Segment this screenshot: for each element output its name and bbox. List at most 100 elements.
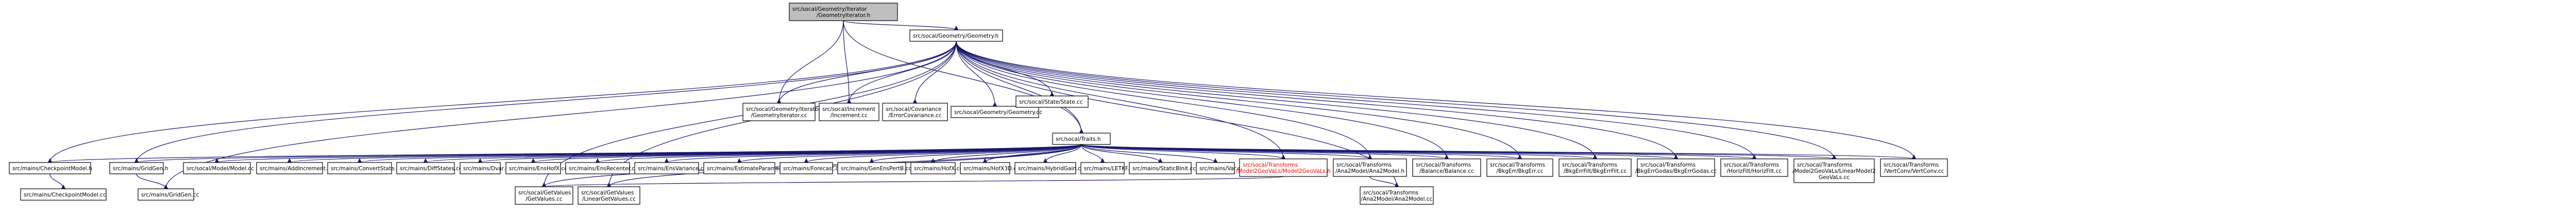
node-box <box>9 162 91 174</box>
edge-geom_h-to-balance <box>956 41 1449 159</box>
node-traits[interactable]: src/socal/Traits.h <box>1052 133 1111 145</box>
node-box <box>1014 162 1076 174</box>
edge-ckpt_h-to-ckpt_cc <box>49 173 66 189</box>
node-gridgen_h[interactable]: src/mains/GridGen.h <box>109 162 168 174</box>
edge-geom_h-to-ana2model <box>956 41 1372 159</box>
node-box <box>256 162 323 174</box>
node-geom_cc[interactable]: src/socal/Geometry/Geometry.cc <box>951 106 1042 118</box>
node-convstate[interactable]: src/mains/ConvertState.cc <box>327 162 402 174</box>
node-box <box>789 3 898 21</box>
node-label: src/socal/Transforms <box>1416 162 1471 168</box>
edge-geom_h-to-errcov <box>912 41 957 104</box>
node-label: /GeometryIterator.h <box>817 12 870 19</box>
edge-traits-to-estparams <box>737 144 1082 163</box>
node-lineargeovals[interactable]: src/socal/Transforms/Model2GeoVaLs/Linea… <box>1792 158 1876 183</box>
node-label: src/socal/GetValues <box>581 190 634 196</box>
edge-traits-to-vertconv <box>1081 144 1917 159</box>
node-horizfilt[interactable]: src/socal/Transforms/HorizFilt/HorizFilt… <box>1720 158 1788 177</box>
node-label: src/socal/Model/Model.cc <box>187 166 254 172</box>
edge-geom_h-to-bkgerrfilt <box>956 41 1598 159</box>
node-box <box>327 162 392 174</box>
node-gi_cc[interactable]: src/socal/Geometry/Iterator/GeometryIter… <box>742 103 821 121</box>
edge-traits-to-modelsocavar <box>1081 144 1286 159</box>
node-var[interactable]: src/mains/Var.cc <box>1196 162 1243 174</box>
node-label: src/socal/Transforms <box>1243 162 1298 168</box>
edge-geom_h-to-bkgerrgodas <box>956 41 1679 159</box>
node-hofx[interactable]: src/mains/HofX.cc <box>910 162 962 174</box>
node-ckpt_cc[interactable]: src/mains/CheckpointModel.cc <box>20 188 107 201</box>
node-box <box>460 162 501 174</box>
node-box <box>819 103 879 121</box>
node-enshofx[interactable]: src/mains/EnsHofX.cc <box>505 162 567 174</box>
node-label: src/mains/GenEnsPertB.cc <box>841 166 911 172</box>
node-box <box>109 162 164 174</box>
node-forecast[interactable]: src/mains/Forecast.cc <box>779 162 842 174</box>
node-ana2model_cc[interactable]: src/socal/Transforms/Ana2Model/Ana2Model… <box>1360 186 1434 205</box>
node-bkgerrfilt[interactable]: src/socal/Transforms/BkgErrFilt/BkgErrFi… <box>1558 158 1632 177</box>
edge-traits-to-bkgerrgodas <box>1081 144 1679 159</box>
node-label: src/mains/GridGen.cc <box>141 192 199 198</box>
edge-geom_h-to-gridgen_h <box>134 41 957 163</box>
node-state[interactable]: src/socal/State/State.cc <box>1015 95 1089 108</box>
node-bkgerrgodas[interactable]: src/socal/Transforms/BkgErrGodas/BkgErrG… <box>1635 158 1717 177</box>
node-label: src/mains/AddIncrement.cc <box>260 166 333 172</box>
node-model[interactable]: src/socal/Model/Model.cc <box>183 162 254 174</box>
node-bkgerr[interactable]: src/socal/Transforms/BkgErr/BkgErr.cc <box>1486 158 1553 177</box>
node-errcov[interactable]: src/socal/Covariance/ErrorCovariance.cc <box>882 103 948 121</box>
node-gi_h[interactable]: src/socal/Geometry/Iterator/GeometryIter… <box>789 3 898 21</box>
node-label: /BkgErrGodas/BkgErrGodas.cc <box>1635 168 1717 174</box>
node-label: src/mains/GridGen.h <box>113 166 168 172</box>
node-gridgen_cc[interactable]: src/mains/GridGen.cc <box>138 188 199 201</box>
node-label: /GeometryIterator.cc <box>751 112 807 119</box>
node-addinc[interactable]: src/mains/AddIncrement.cc <box>256 162 333 174</box>
node-estparams[interactable]: src/mains/EstimateParams.cc <box>703 162 786 174</box>
node-label: src/socal/Transforms <box>1490 162 1545 168</box>
node-diffstates[interactable]: src/mains/DiffStates.cc <box>396 162 462 174</box>
node-box <box>1080 162 1125 174</box>
node-ensrecenter[interactable]: src/mains/EnsRecenter.cc <box>565 162 638 174</box>
node-label: src/mains/Var.cc <box>1199 166 1243 172</box>
node-modelsocavar[interactable]: src/socal/Transforms/Model2GeoVaLs/Model… <box>1236 158 1331 177</box>
node-label: src/mains/Forecast.cc <box>783 166 842 172</box>
node-box <box>565 162 630 174</box>
edge-geom_h-to-ckpt_h <box>47 41 957 163</box>
node-box <box>1720 158 1788 177</box>
edge-geom_h-to-gi_cc <box>776 41 957 104</box>
edge-traits-to-ckpt_h <box>47 144 1082 163</box>
edge-geom_h-to-traits <box>956 41 1084 134</box>
node-genenspert[interactable]: src/mains/GenEnsPertB.cc <box>837 162 911 174</box>
node-label: src/mains/HybridGain.cc <box>1018 166 1084 172</box>
node-geom_h[interactable]: src/socal/Geometry/Geometry.h <box>909 29 1003 42</box>
node-label: src/socal/Transforms <box>1884 162 1939 168</box>
edge-traits-to-genenspert <box>869 144 1082 163</box>
node-incr_h[interactable]: src/socal/Increment/Increment.cc <box>819 103 879 121</box>
node-label: src/mains/Dvar.cc <box>463 166 511 172</box>
node-getvalues[interactable]: src/socal/GetValues/GetValues.cc <box>515 186 573 205</box>
node-ckpt_h[interactable]: src/mains/CheckpointModel.h <box>9 162 92 174</box>
node-box <box>20 188 107 201</box>
node-hofx3d[interactable]: src/mains/HofX3D.cc <box>960 162 1020 174</box>
node-label: src/socal/Geometry/Geometry.cc <box>954 109 1042 116</box>
node-box <box>910 162 956 174</box>
edge-geom_h-to-modelsocavar <box>956 41 1286 159</box>
node-box <box>960 162 1010 174</box>
node-balance[interactable]: src/socal/Transforms/Balance/Balance.cc <box>1412 158 1481 177</box>
node-box <box>951 106 1039 118</box>
edge-gi_h-to-traits <box>843 20 1084 134</box>
node-vertconv[interactable]: src/socal/Transforms/VertConv/VertConv.c… <box>1880 158 1948 177</box>
node-label: src/socal/Increment <box>822 106 875 112</box>
node-lingetvalues[interactable]: src/socal/GetValues/LinearGetValues.cc <box>578 186 640 205</box>
node-label: GeoVaLs.cc <box>1819 174 1850 181</box>
node-ensvariance[interactable]: src/mains/EnsVariance.cc <box>634 162 706 174</box>
node-box <box>1360 186 1434 205</box>
node-staticbinit[interactable]: src/mains/StaticBInit.cc <box>1129 162 1196 174</box>
node-label: src/mains/ConvertState.cc <box>331 166 402 172</box>
node-letkf[interactable]: src/mains/LETKF.cc <box>1080 162 1135 174</box>
node-ana2model[interactable]: src/socal/Transforms/Ana2Model/Ana2Model… <box>1333 158 1407 177</box>
node-dvar[interactable]: src/mains/Dvar.cc <box>460 162 511 174</box>
edge-traits-to-letkf <box>1081 144 1105 163</box>
edge-gi_h-to-gi_cc <box>776 20 844 104</box>
node-label: /BkgErrFilt/BkgErrFilt.cc <box>1564 168 1627 174</box>
node-hybridgain[interactable]: src/mains/HybridGain.cc <box>1014 162 1084 174</box>
node-box <box>1880 158 1948 177</box>
